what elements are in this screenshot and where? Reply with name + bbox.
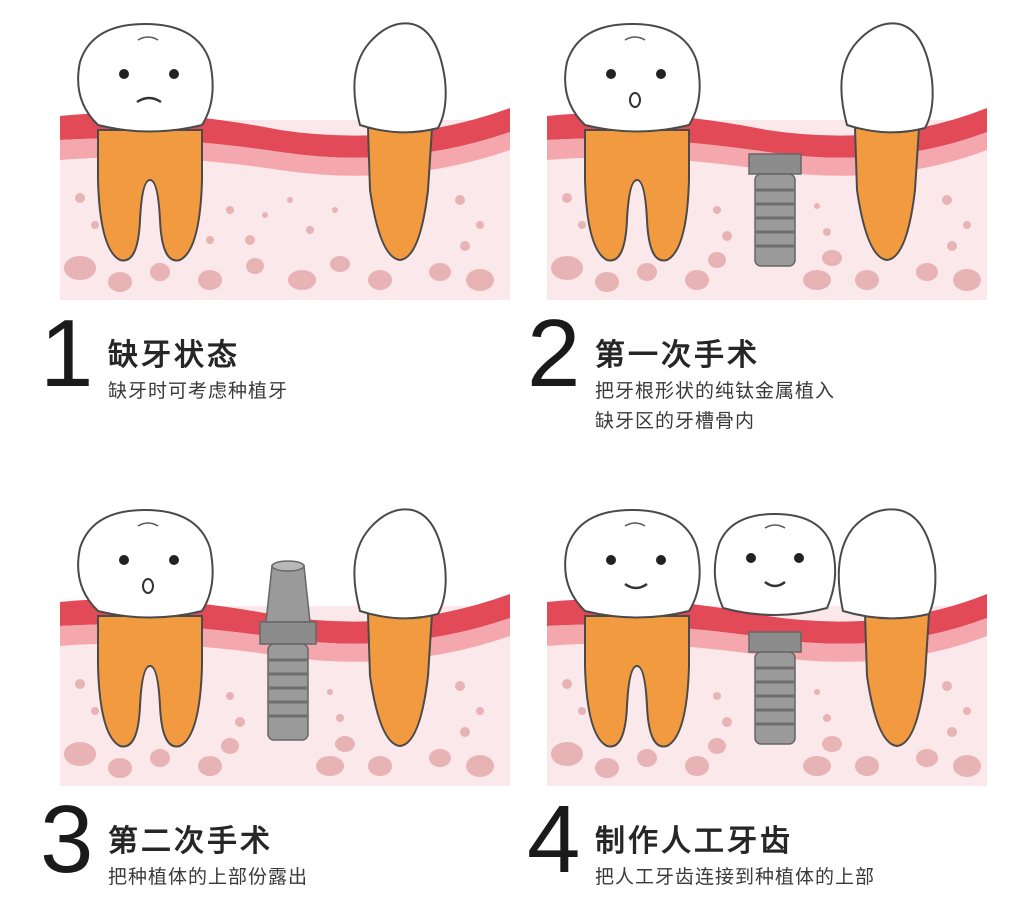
step-description-line: 缺牙时可考虑种植牙 <box>108 380 289 402</box>
step-panel-4: 4 制作人工牙齿 把人工牙齿连接到种植体的上部 <box>527 496 997 896</box>
right-tooth <box>353 508 447 748</box>
bone-dots <box>551 679 981 778</box>
left-tooth <box>77 508 214 748</box>
step-panel-1: 1 缺牙状态 缺牙时可考虑种植牙 <box>40 10 510 410</box>
implant-with-crown <box>713 512 837 745</box>
step-description: 把种植体的上部份露出 <box>108 862 308 892</box>
step-title: 第一次手术 <box>595 338 760 373</box>
scene-artificial-tooth <box>547 508 987 786</box>
step-number: 2 <box>527 300 580 407</box>
step-title: 第二次手术 <box>108 824 273 859</box>
step-number: 1 <box>40 300 93 407</box>
step-number: 4 <box>527 786 580 893</box>
left-tooth <box>564 22 701 262</box>
scene-first-surgery <box>547 22 987 300</box>
right-tooth <box>840 22 934 262</box>
step-description-line: 把人工牙齿连接到种植体的上部 <box>595 866 876 888</box>
bone-dots <box>64 679 494 778</box>
step-number: 3 <box>40 786 93 893</box>
bone-dots <box>64 193 494 292</box>
step-title: 制作人工牙齿 <box>595 824 793 859</box>
step-description: 把牙根形状的纯钛金属植入 缺牙区的牙槽骨内 <box>595 376 835 436</box>
step-description: 缺牙时可考虑种植牙 <box>108 376 288 406</box>
step-description-line: 把牙根形状的纯钛金属植入 <box>595 380 836 402</box>
scene-missing-tooth <box>60 22 510 300</box>
step-title: 缺牙状态 <box>108 338 240 373</box>
step-description: 把人工牙齿连接到种植体的上部 <box>595 862 875 892</box>
right-tooth <box>837 508 937 748</box>
left-tooth <box>77 22 214 262</box>
implant-screw <box>748 153 802 267</box>
step-panel-3: 3 第二次手术 把种植体的上部份露出 <box>40 496 510 896</box>
right-tooth <box>353 22 447 262</box>
implant-abutment <box>259 560 317 741</box>
step-description-line: 把种植体的上部份露出 <box>108 866 309 888</box>
step-description-line: 缺牙区的牙槽骨内 <box>595 410 756 432</box>
bone-dots <box>551 193 981 292</box>
scene-second-surgery <box>60 508 510 786</box>
step-panel-2: 2 第一次手术 把牙根形状的纯钛金属植入 缺牙区的牙槽骨内 <box>527 10 997 432</box>
left-tooth <box>564 508 701 748</box>
